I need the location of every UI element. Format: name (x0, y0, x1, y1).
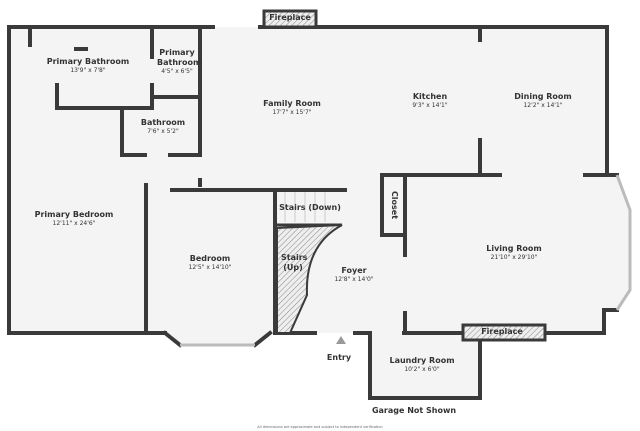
disclaimer: All dimensions are approximate and subje… (257, 425, 383, 429)
room-name: Primary Bedroom (34, 210, 114, 219)
room-dims: 12'2" x 14'1" (523, 102, 563, 109)
room-name: Foyer (341, 266, 367, 275)
room-dims: 12'5" x 14'10" (188, 264, 232, 271)
room-name: Primary Bathroom (157, 48, 202, 67)
stairs-up-label: Stairs (Up) (281, 253, 308, 272)
room-dims: 21'10" x 29'10" (490, 254, 538, 261)
fireplace-bottom (461, 323, 547, 342)
room-dims: 4'5" x 6'5" (161, 68, 193, 75)
room-dims: 12'8" x 14'0" (334, 276, 374, 283)
bay-window-living (615, 174, 632, 311)
room-dims: 17'7" x 15'7" (272, 109, 312, 116)
fireplace-label: Fireplace (481, 327, 523, 336)
room-dims: 9'3" x 14'1" (412, 102, 448, 109)
fireplace-top (262, 9, 318, 29)
room-dims: 10'2" x 6'0" (404, 366, 440, 373)
closet-label: Closet (390, 190, 399, 220)
fireplace-label: Fireplace (269, 13, 311, 22)
room-name: Primary Bathroom (46, 57, 130, 66)
room-name: Laundry Room (389, 356, 455, 365)
stairs-down (284, 192, 326, 222)
room-name: Living Room (486, 244, 542, 253)
room-name: Bathroom (140, 118, 186, 127)
entry-arrow-icon (336, 336, 346, 344)
entry-label: Entry (326, 353, 352, 362)
room-dims: 7'6" x 5'2" (147, 128, 179, 135)
room-dims: 12'11" x 24'6" (52, 220, 96, 227)
room-dims: 13'9" x 7'8" (70, 67, 106, 74)
room-name: Dining Room (514, 92, 572, 101)
garage-note: Garage Not Shown (371, 406, 457, 415)
room-name: Bedroom (189, 254, 231, 263)
stairs-down-label: Stairs (Down) (279, 203, 341, 212)
stairs-up (276, 224, 343, 334)
floor-area (9, 27, 630, 398)
walls (7, 25, 619, 400)
room-name: Family Room (263, 99, 321, 108)
room-name: Kitchen (412, 92, 448, 101)
